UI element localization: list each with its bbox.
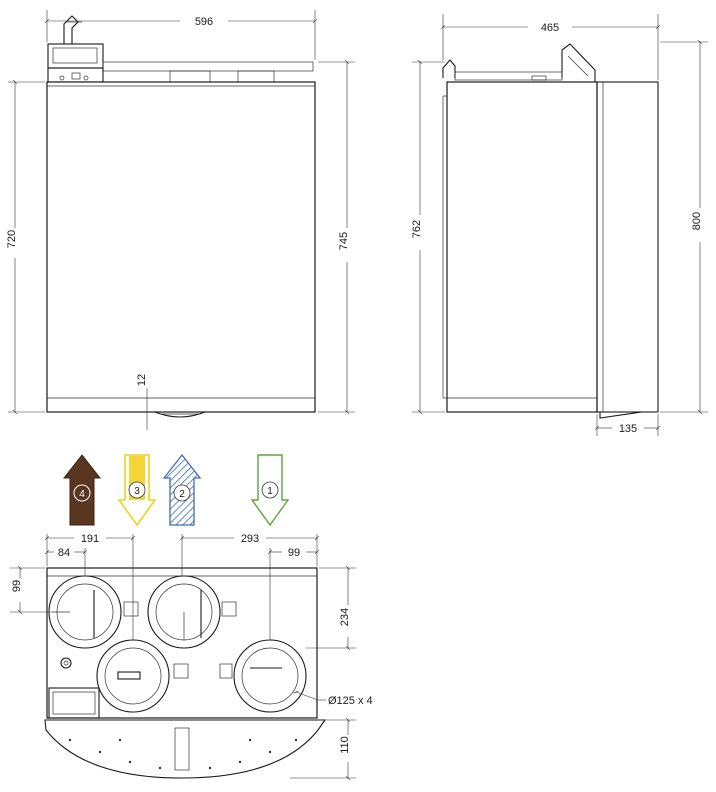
flow-number-3: 3 xyxy=(134,486,140,497)
dim-top-offset-first: 84 xyxy=(58,547,70,559)
flow-number-1: 1 xyxy=(267,486,273,497)
power-plug-icon xyxy=(63,15,79,44)
dim-top-depth-right: 234 xyxy=(339,608,351,626)
top-control-box xyxy=(48,687,100,719)
flow-arrow-2: 2 xyxy=(162,453,202,526)
side-dimensions: 465 762 800 135 xyxy=(411,14,708,436)
dim-front-width: 596 xyxy=(195,16,213,28)
dim-duct-diameter: Ø125 x 4 xyxy=(328,695,373,707)
top-view xyxy=(44,567,327,779)
dim-side-body-height: 762 xyxy=(411,220,423,238)
front-view xyxy=(46,15,316,418)
side-wall-bracket xyxy=(596,81,659,413)
front-dimensions: 596 720 745 12 xyxy=(6,10,355,430)
flow-arrows: 4 3 2 1 xyxy=(62,453,290,527)
dim-side-total-height: 800 xyxy=(691,212,703,230)
flow-number-4: 4 xyxy=(79,489,85,500)
dim-front-total-height: 745 xyxy=(338,232,350,250)
side-top-bracket-left xyxy=(442,59,456,78)
side-top-bracket-right xyxy=(561,43,596,82)
dim-front-body-height: 720 xyxy=(6,230,18,248)
flow-arrow-4: 4 xyxy=(62,454,102,526)
side-casing xyxy=(446,81,598,413)
top-strip xyxy=(102,61,314,72)
dim-top-offset-last: 99 xyxy=(288,547,300,559)
dim-side-bracket: 135 xyxy=(619,423,637,435)
dim-top-bottom-depth: 110 xyxy=(339,736,351,754)
dim-top-offset-right: 293 xyxy=(241,533,259,545)
top-wall-bracket xyxy=(44,719,327,779)
condensate-outlet xyxy=(154,411,206,418)
dim-side-depth: 465 xyxy=(541,22,559,34)
dim-top-depth-left: 99 xyxy=(11,580,23,592)
side-view xyxy=(442,43,659,419)
top-casing xyxy=(46,567,318,719)
top-dimensions: 191 84 293 99 99 234 110 Ø125 x 4 xyxy=(10,533,373,781)
side-bottom-foot xyxy=(599,411,643,419)
dim-front-bottom-gap: 12 xyxy=(136,374,148,386)
control-connections xyxy=(47,67,104,83)
flow-number-2: 2 xyxy=(179,489,185,500)
dim-top-offset-total: 191 xyxy=(81,533,99,545)
control-panel xyxy=(47,43,104,69)
flow-arrow-1: 1 xyxy=(250,454,290,527)
duct-2 xyxy=(147,575,221,649)
front-casing xyxy=(46,81,316,413)
control-panel-display xyxy=(52,47,98,64)
top-knob xyxy=(60,657,72,669)
flow-arrow-3: 3 xyxy=(117,454,157,527)
